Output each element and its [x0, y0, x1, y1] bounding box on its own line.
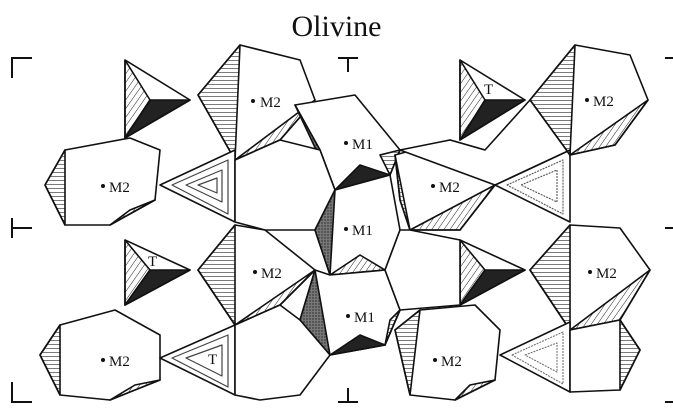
- site-label-m1: M1: [352, 137, 373, 153]
- site-label-m2: M2: [260, 95, 281, 111]
- octahedron-m2-lower-left: M2: [197, 224, 316, 326]
- site-label-m2: M2: [261, 266, 282, 282]
- open-void-center-left: [234, 139, 336, 231]
- tetrahedron-top-right: T: [459, 59, 526, 141]
- site-label-m2: M2: [439, 180, 460, 196]
- site-label-m2: M2: [109, 180, 130, 196]
- octahedron-m2-bottom-left: M2: [39, 309, 161, 401]
- open-void-center-right: [384, 229, 461, 311]
- tetrahedron-bottom-left-triangle: T: [159, 324, 236, 396]
- open-void-top-right: [399, 99, 571, 186]
- diagram-title: Olivine: [291, 10, 382, 43]
- octahedron-m1-middle: M1: [314, 174, 401, 276]
- tetrahedron-left-middle: [159, 149, 236, 223]
- site-label-m2: M2: [109, 354, 130, 370]
- site-label-m2: M2: [441, 354, 462, 370]
- site-label-m2: M2: [593, 94, 614, 110]
- tetrahedron-lower-right: [459, 239, 526, 306]
- site-label-t: T: [148, 254, 157, 270]
- tetrahedron-bottom-right-triangle: [499, 321, 571, 393]
- octahedron-m2-top-left: M2: [197, 44, 316, 161]
- registration-marks: [11, 57, 673, 403]
- octahedron-m2-lower-right: M2: [529, 224, 651, 331]
- site-label-m2: M2: [596, 266, 617, 282]
- tetrahedron-top-left: [124, 59, 191, 139]
- site-label-m1: M1: [354, 310, 375, 326]
- octahedron-fragment-bottom-right: [569, 319, 641, 393]
- site-label-t: T: [484, 82, 493, 98]
- tetrahedron-lower-left: T: [124, 239, 191, 306]
- octahedron-m2-left: M2: [44, 137, 161, 226]
- site-label-m1: M1: [352, 223, 373, 239]
- octahedron-m2-bottom-right: M2: [394, 304, 501, 401]
- site-label-t: T: [208, 352, 217, 368]
- open-void-bottom-center: [234, 304, 331, 401]
